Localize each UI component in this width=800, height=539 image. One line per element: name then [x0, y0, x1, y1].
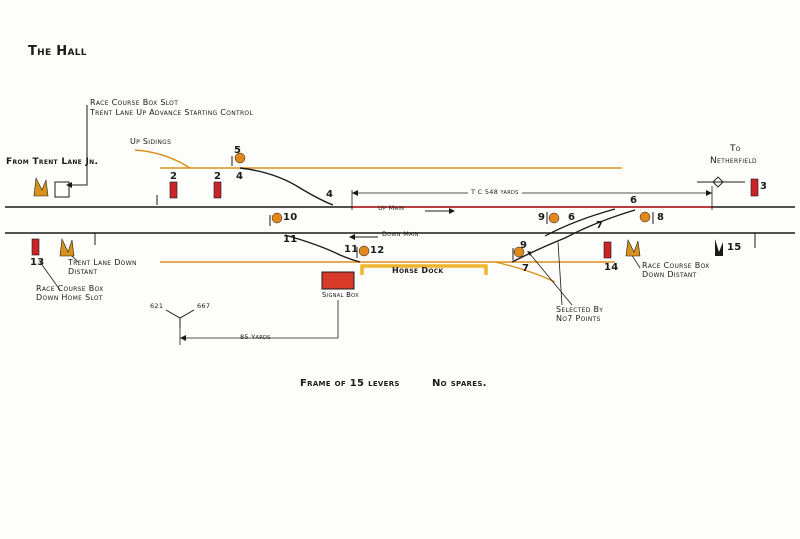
label-horse-dock: Horse Dock — [392, 266, 444, 275]
crossover-11 — [284, 234, 361, 263]
label-frame: Frame of 15 levers — [300, 378, 400, 389]
label-from: From Trent Lane Jn. — [6, 157, 99, 167]
leader-selected-1 — [557, 241, 563, 306]
signal-post-3 — [750, 178, 759, 197]
down-main-arrow-head — [349, 234, 355, 240]
tc-arrow-right — [706, 190, 712, 196]
up-siding-stub — [134, 149, 191, 169]
label-rc-down-distant: Race Course Box Down Distant — [642, 261, 710, 279]
lever-number-13: 13 — [30, 257, 45, 268]
label-rc-slot-2: Trent Lane Up Advance Starting Control — [90, 108, 254, 117]
signal-post-13 — [31, 238, 40, 256]
leader-selected-head — [527, 251, 532, 256]
label-rc-slot-1: Race Course Box Slot — [90, 98, 179, 107]
lever-number-6a: 6 — [630, 195, 638, 206]
lever-number-9b: 9 — [520, 240, 528, 251]
lever-number-12: 12 — [370, 245, 385, 256]
lever-number-3: 3 — [760, 181, 768, 192]
signal-fishtail-15 — [715, 239, 723, 256]
signal-disc-9b — [512, 246, 525, 260]
lever-number-11b: 11 — [344, 244, 359, 255]
crossover-4 — [239, 167, 334, 206]
signal-disc-9a — [546, 212, 560, 224]
lever-number-15: 15 — [727, 242, 742, 253]
signal-disc-5 — [231, 152, 246, 166]
label-85-yards: 85 Yards — [240, 333, 271, 341]
label-mp-667: 667 — [197, 302, 211, 310]
horse-dock-platform — [360, 264, 488, 275]
dim-85-arrow — [180, 335, 186, 341]
up-main-arrow-head — [449, 208, 455, 214]
label-signal-box: Signal Box — [322, 291, 359, 299]
label-rc-down-home: Race Course Box Down Home Slot — [36, 284, 104, 302]
leader-rc-home — [39, 261, 61, 291]
lever-number-6b: 6 — [568, 212, 576, 223]
label-up-main: Up Main — [378, 204, 405, 212]
signal-disc-12 — [356, 245, 370, 258]
to-netherfield-diamond — [712, 176, 724, 188]
label-mp-621: 621 — [150, 302, 164, 310]
lever-number-5: 5 — [234, 145, 242, 156]
label-tc: T C 548 yards — [468, 188, 522, 196]
lever-number-2a: 2 — [170, 171, 178, 182]
mileage-post — [165, 309, 195, 328]
lever-number-14: 14 — [604, 262, 619, 273]
tc-arrow-left — [352, 190, 358, 196]
signal-fishtail-right — [625, 238, 641, 257]
lever-number-4a: 4 — [236, 171, 244, 182]
rc-slot-leader — [70, 105, 88, 186]
signal-post-2b — [213, 181, 222, 199]
signal-fishtail-left-top — [33, 176, 49, 197]
diagram-title: The Hall — [28, 44, 87, 59]
lever-number-10: 10 — [283, 212, 298, 223]
lever-number-9a: 9 — [538, 212, 546, 223]
signal-post-2a — [169, 181, 178, 199]
label-netherfield: Netherfield — [710, 156, 757, 166]
crossover-6 — [544, 208, 616, 237]
label-down-main: Down Main — [382, 230, 419, 238]
signal-disc-10 — [269, 212, 283, 226]
signal-post-14 — [603, 241, 612, 259]
lever-number-4b: 4 — [326, 189, 334, 200]
down-siding-branch — [494, 261, 556, 283]
lever-number-11a: 11 — [283, 234, 298, 245]
lever-number-8: 8 — [657, 212, 665, 223]
leader-selected-2 — [529, 253, 573, 306]
label-trent-down-distant: Trent Lane Down Distant — [68, 258, 137, 276]
lever-number-7a: 7 — [596, 220, 604, 231]
lever-number-7b: 7 — [522, 263, 530, 274]
lever-number-2b: 2 — [214, 171, 222, 182]
signal-disc-8 — [639, 211, 654, 224]
label-to: To — [730, 144, 741, 154]
label-selected-by: Selected By No7 Points — [556, 305, 604, 323]
label-up-sidings: Up Sidings — [130, 137, 172, 146]
signal-box-left-top — [54, 181, 70, 198]
label-spares: No spares. — [432, 378, 487, 389]
signal-fishtail-left-bottom — [59, 237, 75, 257]
signal-box — [321, 271, 355, 290]
